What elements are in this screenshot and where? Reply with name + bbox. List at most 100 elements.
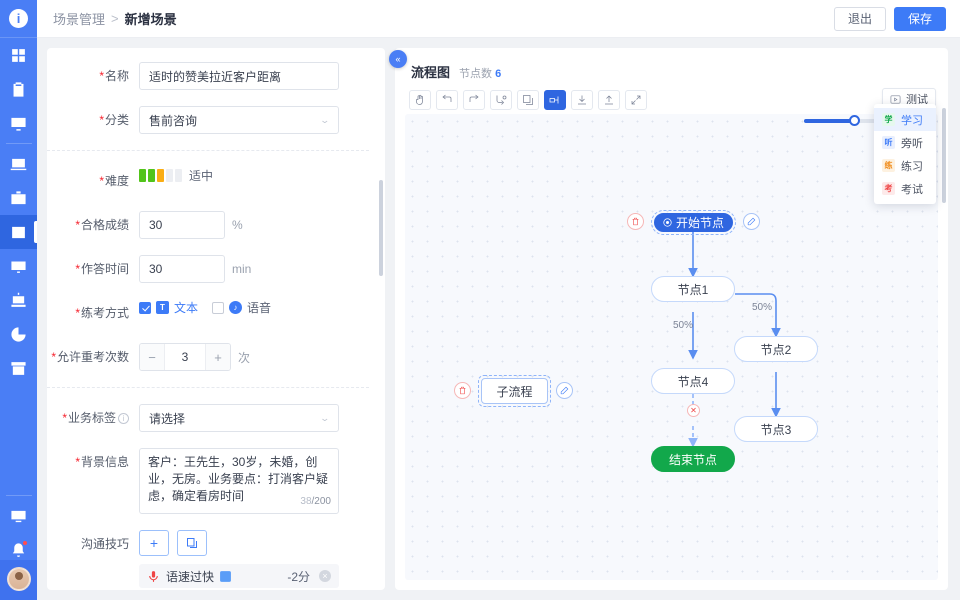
sidebar-item-tasks[interactable] bbox=[0, 72, 37, 106]
difficulty-bar-5[interactable] bbox=[175, 169, 182, 182]
pan-tool-button[interactable] bbox=[409, 90, 431, 110]
skill-row-1[interactable]: 语速过快 -2分 × bbox=[139, 564, 339, 588]
label-practice-mode: *练考方式 bbox=[47, 299, 139, 327]
start-node-edit-button[interactable] bbox=[743, 213, 760, 230]
sidebar-item-robot[interactable] bbox=[0, 283, 37, 317]
play-box-icon bbox=[890, 95, 901, 103]
business-tag-select[interactable]: 请选择 ⌄ bbox=[139, 404, 339, 432]
sidebar-item-notify[interactable] bbox=[0, 533, 37, 567]
flow-canvas[interactable]: 开始节点 节点1 50% 50% 节 bbox=[405, 114, 938, 580]
avatar-head bbox=[14, 572, 23, 580]
sidebar-item-course[interactable] bbox=[0, 147, 37, 181]
sub-node-edit-button[interactable] bbox=[556, 382, 573, 399]
sidebar-item-desktop[interactable] bbox=[0, 499, 37, 533]
flow-node-start[interactable]: 开始节点 bbox=[654, 213, 733, 232]
flow-node-n4[interactable]: 节点4 bbox=[651, 368, 735, 394]
sidebar-item-archive[interactable] bbox=[0, 351, 37, 385]
chevron-double-left-icon[interactable]: « bbox=[389, 50, 407, 68]
archive-gear-icon bbox=[10, 360, 27, 377]
notification-dot bbox=[22, 540, 28, 546]
sub-node-delete-button[interactable] bbox=[454, 382, 471, 399]
required-mark: * bbox=[75, 306, 80, 320]
save-button[interactable]: 保存 bbox=[894, 6, 946, 31]
flow-node-n1[interactable]: 节点1 bbox=[651, 276, 735, 302]
form-scrollbar[interactable] bbox=[379, 180, 383, 276]
briefcase-gear-icon bbox=[10, 190, 27, 207]
stepper-minus-button[interactable]: − bbox=[140, 344, 165, 370]
content-body: *名称 适时的赞美拉近客户距离 *分类 售前咨询 ⌄ bbox=[37, 38, 960, 600]
flow-node-sub[interactable]: 子流程 bbox=[481, 378, 548, 404]
sidebar-item-scene[interactable] bbox=[0, 215, 37, 249]
close-circle-icon[interactable]: × bbox=[319, 570, 331, 582]
test-menu-item-study[interactable]: 学 学习 bbox=[874, 108, 936, 131]
test-menu-item-practice[interactable]: 练 练习 bbox=[874, 154, 936, 177]
copy-badge-icon[interactable] bbox=[219, 570, 232, 583]
info-circle-icon[interactable]: i bbox=[118, 413, 129, 425]
label-answer-time: *作答时间 bbox=[47, 255, 139, 283]
edge-label-n1-n2: 50% bbox=[752, 302, 773, 313]
difficulty-bar-1[interactable] bbox=[139, 169, 146, 182]
copy-node-tool-button[interactable] bbox=[517, 90, 539, 110]
zoom-slider-handle[interactable] bbox=[849, 115, 861, 126]
flow-node-n3[interactable]: 节点3 bbox=[734, 416, 818, 442]
pie-chart-icon bbox=[10, 326, 27, 343]
checkbox-box-voice[interactable] bbox=[212, 301, 225, 314]
upload-tool-button[interactable] bbox=[598, 90, 620, 110]
copy-skill-button[interactable] bbox=[177, 530, 207, 556]
flow-node-end[interactable]: 结束节点 bbox=[651, 446, 735, 472]
start-node-delete-button[interactable] bbox=[627, 213, 644, 230]
test-menu-label-audit: 旁听 bbox=[901, 137, 923, 150]
pass-score-input[interactable]: 30 bbox=[139, 211, 225, 239]
undo-tool-button[interactable] bbox=[436, 90, 458, 110]
label-difficulty-text: 难度 bbox=[104, 174, 129, 188]
background-textarea[interactable]: 客户：王先生，30岁，未婚，创业，无房。业务要点：打消客户疑虑，确定看房时间 3… bbox=[139, 448, 339, 514]
required-mark: * bbox=[75, 218, 80, 232]
zoom-slider[interactable] bbox=[804, 115, 892, 126]
node-count: 节点数 6 bbox=[459, 65, 501, 81]
difficulty-bar-2[interactable] bbox=[148, 169, 155, 182]
test-menu-item-exam[interactable]: 考 考试 bbox=[874, 177, 936, 200]
node-count-label: 节点数 bbox=[459, 68, 493, 80]
sidebar-item-exam[interactable] bbox=[0, 181, 37, 215]
form-scroll-area[interactable]: *名称 适时的赞美拉近客户距离 *分类 售前咨询 ⌄ bbox=[47, 48, 385, 590]
sidebar-item-dashboard[interactable] bbox=[0, 38, 37, 72]
sidebar-item-live[interactable] bbox=[0, 249, 37, 283]
zoom-slider-fill bbox=[804, 119, 855, 123]
monitor-play-icon bbox=[10, 115, 27, 132]
edge-cut-button[interactable]: ✕ bbox=[687, 404, 700, 417]
difficulty-bar-4[interactable] bbox=[166, 169, 173, 182]
flow-scrollbar[interactable] bbox=[942, 108, 946, 203]
chevron-down-icon: ⌄ bbox=[319, 412, 331, 423]
name-input[interactable]: 适时的赞美拉近客户距离 bbox=[139, 62, 339, 90]
breadcrumb-root[interactable]: 场景管理 bbox=[53, 12, 106, 27]
redo-tool-button[interactable] bbox=[463, 90, 485, 110]
checkbox-voice-mode[interactable]: ♪ 语音 bbox=[212, 299, 271, 316]
checkbox-text-mode[interactable]: T 文本 bbox=[139, 299, 198, 316]
answer-time-input[interactable]: 30 bbox=[139, 255, 225, 283]
practice-badge-icon: 练 bbox=[882, 159, 895, 172]
sidebar-item-media[interactable] bbox=[0, 106, 37, 140]
category-select[interactable]: 售前咨询 ⌄ bbox=[139, 106, 339, 134]
field-name: 适时的赞美拉近客户距离 bbox=[139, 62, 369, 90]
add-node-tool-button[interactable] bbox=[490, 90, 512, 110]
skills-actions: + bbox=[139, 530, 207, 556]
avatar[interactable] bbox=[6, 567, 31, 591]
monitor-record-icon bbox=[10, 258, 27, 275]
exit-button[interactable]: 退出 bbox=[834, 6, 886, 31]
flow-node-n2[interactable]: 节点2 bbox=[734, 336, 818, 362]
test-menu-item-audit[interactable]: 听 旁听 bbox=[874, 131, 936, 154]
checkbox-box-text[interactable] bbox=[139, 301, 151, 314]
difficulty-bars[interactable] bbox=[139, 169, 182, 182]
label-practice-mode-text: 练考方式 bbox=[80, 306, 129, 320]
answer-time-unit: min bbox=[232, 262, 252, 276]
difficulty-bar-3[interactable] bbox=[157, 169, 164, 182]
sidebar-item-report[interactable] bbox=[0, 317, 37, 351]
download-tool-button[interactable] bbox=[571, 90, 593, 110]
checkbox-label-text: 文本 bbox=[174, 301, 199, 315]
stepper-value[interactable]: 3 bbox=[181, 350, 189, 364]
flow-node-sub-label: 子流程 bbox=[496, 384, 533, 399]
auto-layout-tool-button[interactable] bbox=[544, 90, 566, 110]
fullscreen-tool-button[interactable] bbox=[625, 90, 647, 110]
add-skill-button[interactable]: + bbox=[139, 530, 169, 556]
stepper-plus-button[interactable]: + bbox=[205, 344, 230, 370]
